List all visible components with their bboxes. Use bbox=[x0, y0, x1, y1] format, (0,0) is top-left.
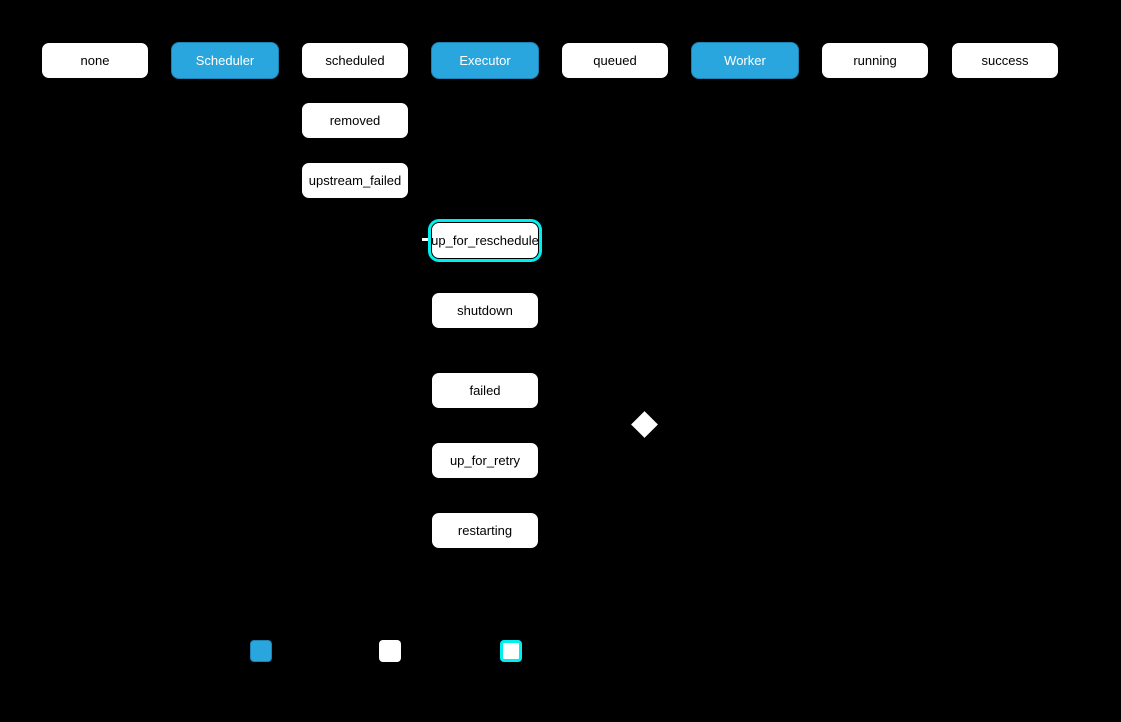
state-node-none: none bbox=[41, 42, 149, 79]
branch-diamond-node bbox=[631, 411, 658, 438]
state-node-failed: failed bbox=[431, 372, 539, 409]
edge-arrowhead bbox=[422, 238, 429, 241]
state-node-scheduled: scheduled bbox=[301, 42, 409, 79]
state-node-shutdown: shutdown bbox=[431, 292, 539, 329]
legend-highlighted-state-swatch-icon bbox=[500, 640, 522, 662]
state-node-queued: queued bbox=[561, 42, 669, 79]
state-node-upstream-failed: upstream_failed bbox=[301, 162, 409, 199]
component-node-executor: Executor bbox=[431, 42, 539, 79]
component-node-worker: Worker bbox=[691, 42, 799, 79]
state-node-success: success bbox=[951, 42, 1059, 79]
legend-state-swatch-icon bbox=[379, 640, 401, 662]
state-node-up-for-retry: up_for_retry bbox=[431, 442, 539, 479]
state-node-up-for-reschedule: up_for_reschedule bbox=[431, 222, 539, 259]
state-node-removed: removed bbox=[301, 102, 409, 139]
state-node-running: running bbox=[821, 42, 929, 79]
legend-component-swatch-icon bbox=[250, 640, 272, 662]
component-node-scheduler: Scheduler bbox=[171, 42, 279, 79]
state-node-restarting: restarting bbox=[431, 512, 539, 549]
